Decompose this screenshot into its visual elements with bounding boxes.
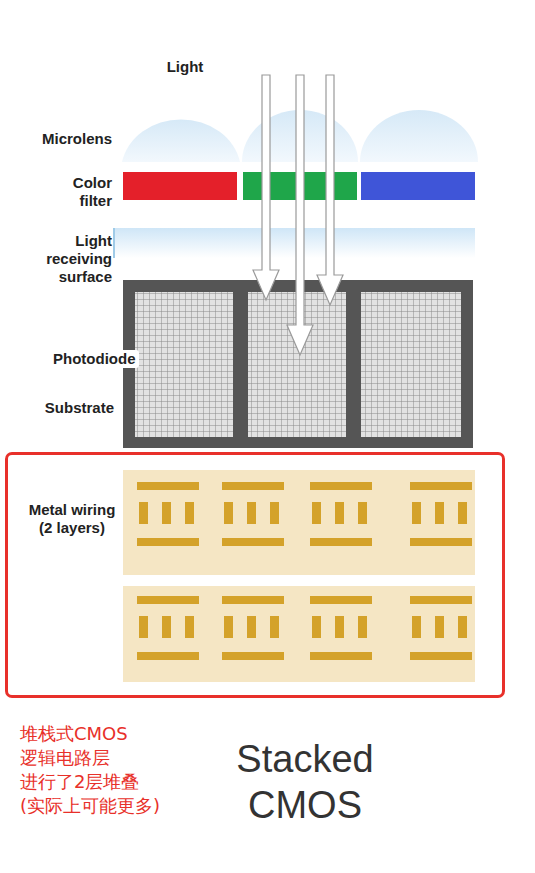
wire-trace (412, 616, 421, 638)
part-label: Microlens (10, 130, 112, 148)
wire-trace (139, 502, 148, 524)
wire-trace (410, 482, 472, 490)
wire-trace (137, 482, 199, 490)
light-label: Light (150, 58, 220, 76)
wire-trace (435, 502, 444, 524)
wire-trace (139, 616, 148, 638)
wire-trace (185, 502, 194, 524)
wire-trace (412, 502, 421, 524)
wire-trace (335, 616, 344, 638)
wire-trace (222, 652, 284, 660)
wire-trace (312, 616, 321, 638)
wire-trace (310, 596, 372, 604)
wire-trace (458, 616, 467, 638)
part-label: Substrate (14, 399, 114, 417)
wire-trace (458, 502, 467, 524)
wire-trace (137, 538, 199, 546)
part-label: Color filter (42, 174, 112, 210)
caption: Stacked CMOS (200, 736, 410, 828)
wire-trace (185, 616, 194, 638)
annotation-note: 堆栈式CMOS 逻辑电路层 进行了2层堆叠 (实际上可能更多) (20, 722, 185, 818)
wire-trace (162, 502, 171, 524)
wire-trace (310, 652, 372, 660)
part-label: Photodiode (50, 350, 139, 368)
wire-trace (224, 502, 233, 524)
wire-trace (270, 502, 279, 524)
metal-wiring-shape (123, 470, 475, 682)
layer-label: Metal wiring (2 layers) (22, 501, 122, 537)
wire-trace (435, 616, 444, 638)
wire-trace (222, 538, 284, 546)
wire-trace (247, 502, 256, 524)
wire-trace (137, 596, 199, 604)
wire-trace (310, 538, 372, 546)
wire-trace (358, 616, 367, 638)
wire-trace (335, 502, 344, 524)
stacked-layer-box: Metal wiring (2 layers) (5, 452, 505, 698)
wire-trace (410, 652, 472, 660)
wire-trace (222, 482, 284, 490)
wire-trace (137, 652, 199, 660)
wire-trace (224, 616, 233, 638)
wire-trace (312, 502, 321, 524)
wire-trace (358, 502, 367, 524)
wire-trace (162, 616, 171, 638)
light-receiving-surface-shape (114, 228, 475, 258)
wire-trace (410, 596, 472, 604)
wire-trace (270, 616, 279, 638)
wire-trace (410, 538, 472, 546)
wire-trace (310, 482, 372, 490)
wire-trace (222, 596, 284, 604)
part-label: Light receiving surface (20, 232, 112, 286)
light-arrow (253, 75, 343, 355)
wire-trace (247, 616, 256, 638)
